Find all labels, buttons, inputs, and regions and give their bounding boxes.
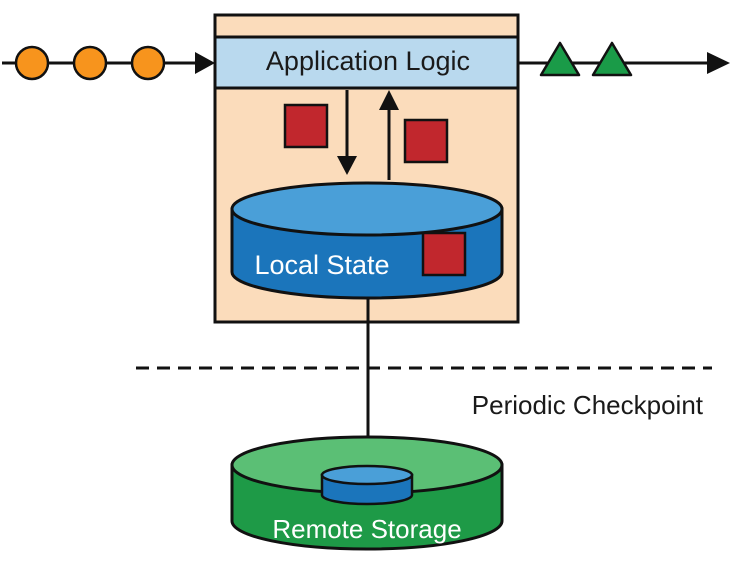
periodic-checkpoint-label: Periodic Checkpoint [472,390,704,420]
remote-storage-label: Remote Storage [272,514,461,544]
output-event-triangle-icon [591,41,633,77]
snapshot-db-top [320,464,414,486]
write-state-arrowhead [379,90,399,110]
snapshot-database-icon [320,464,414,506]
input-events [14,45,166,81]
state-item-square-icon [421,231,467,277]
application-logic-bar [213,35,520,90]
output-stream-arrowhead [707,52,730,74]
output-event-triangle-icon [539,41,581,77]
local-state-label: Local State [254,250,389,280]
state-item-square-icon [283,103,329,149]
input-event-circle-icon [72,45,108,81]
local-state-db-top [230,181,504,237]
application-logic-label: Application Logic [266,46,470,76]
input-event-circle-icon [14,45,50,81]
output-events [539,41,633,77]
input-event-circle-icon [130,45,166,81]
read-state-arrowhead [337,156,357,175]
input-stream-arrowhead [195,52,215,74]
remote-storage-database-icon [230,435,504,551]
state-item-square-icon [403,118,449,164]
